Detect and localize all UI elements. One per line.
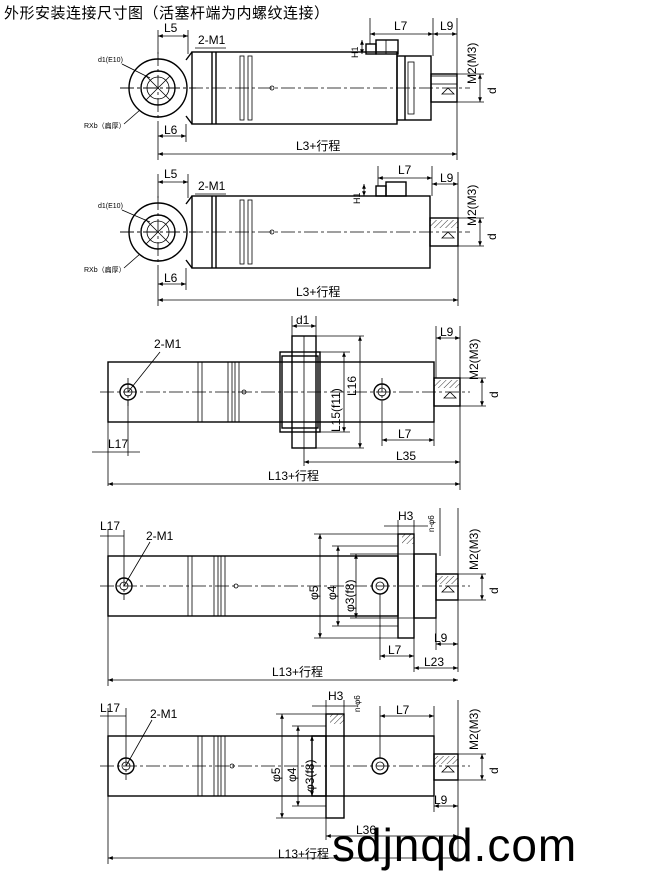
svg-text:L16: L16: [345, 376, 359, 396]
svg-text:M2(M3): M2(M3): [467, 529, 481, 570]
svg-text:φ4: φ4: [285, 767, 299, 782]
view-rear-clevis-2: L5 2-M1 L7 L9 H1 M2(M3) d d1(E10) RXb（扁厚…: [84, 163, 499, 306]
svg-text:L7: L7: [396, 703, 410, 717]
svg-text:L13+行程: L13+行程: [268, 468, 319, 483]
svg-text:d: d: [487, 391, 501, 398]
svg-text:2-M1: 2-M1: [150, 707, 178, 721]
svg-text:H3: H3: [398, 509, 414, 523]
svg-text:L23: L23: [424, 655, 444, 669]
dim-L7: L7: [394, 19, 408, 33]
svg-text:d: d: [485, 233, 499, 240]
dim-d1-E10: d1(E10): [98, 57, 123, 64]
svg-text:L35: L35: [396, 449, 416, 463]
svg-text:L7: L7: [398, 427, 412, 441]
svg-text:L15(f11): L15(f11): [329, 388, 343, 432]
svg-text:L3+行程: L3+行程: [296, 284, 340, 299]
svg-text:L17: L17: [100, 519, 120, 533]
watermark: sdjnqd.com: [332, 819, 578, 871]
svg-text:d: d: [487, 767, 501, 774]
svg-text:φ5: φ5: [307, 585, 321, 600]
svg-text:φ4: φ4: [325, 585, 339, 600]
view-middle-trunnion: d1 2-M1 L9 M2(M3) d L15(f11) L16 L7 L17 …: [92, 313, 501, 490]
dim-H1: H1: [350, 46, 360, 58]
svg-text:M2(M3): M2(M3): [467, 709, 481, 750]
svg-text:L5: L5: [164, 167, 178, 181]
dim-L9: L9: [440, 19, 454, 33]
svg-text:φ5: φ5: [269, 767, 283, 782]
svg-text:L9: L9: [440, 171, 454, 185]
svg-text:L6: L6: [164, 271, 178, 285]
svg-text:L7: L7: [398, 163, 412, 177]
dim-L3-stroke: L3+行程: [296, 138, 340, 153]
svg-text:L17: L17: [108, 437, 128, 451]
svg-text:2-M1: 2-M1: [154, 337, 182, 351]
page-title: 外形安装连接尺寸图（活塞杆端为内螺纹连接）: [4, 4, 330, 22]
view-rear-clevis-1: L5 2-M1 L7 L9 H1 M2(M3) d d1(E10) RXb（扁厚…: [84, 18, 499, 160]
view-front-flange: L17 2-M1 H3 n-φ6 M2(M3) d φ5 φ4 φ3(f8) L…: [100, 508, 501, 686]
svg-text:n-φ6: n-φ6: [427, 515, 436, 532]
svg-text:L36: L36: [356, 823, 376, 837]
svg-text:L7: L7: [388, 643, 402, 657]
svg-text:2-M1: 2-M1: [146, 529, 174, 543]
svg-text:L13+行程: L13+行程: [278, 846, 329, 861]
dim-L5: L5: [164, 21, 178, 35]
svg-text:φ3(f8): φ3(f8): [303, 760, 317, 792]
dim-d: d: [485, 87, 499, 94]
svg-text:L9: L9: [434, 793, 448, 807]
svg-text:d1: d1: [296, 313, 310, 327]
svg-text:L9: L9: [440, 325, 454, 339]
svg-text:H1: H1: [352, 192, 362, 204]
dim-2-M1: 2-M1: [198, 33, 226, 47]
svg-text:d1(E10): d1(E10): [98, 203, 123, 210]
svg-text:d: d: [487, 587, 501, 594]
svg-text:L9: L9: [434, 631, 448, 645]
svg-text:M2(M3): M2(M3): [465, 185, 479, 226]
svg-text:L17: L17: [100, 701, 120, 715]
svg-text:φ3(f8): φ3(f8): [343, 580, 357, 612]
svg-text:H3: H3: [328, 689, 344, 703]
svg-text:L13+行程: L13+行程: [272, 664, 323, 679]
view-middle-flange: L17 2-M1 H3 n-φ6 L7 M2(M3) d φ5 φ4 φ3(f8…: [100, 689, 501, 864]
dim-RXb: RXb（扁厚）: [84, 121, 126, 130]
svg-text:RXb（扁厚）: RXb（扁厚）: [84, 265, 126, 274]
svg-text:2-M1: 2-M1: [198, 179, 226, 193]
dim-M2-M3: M2(M3): [465, 43, 479, 84]
svg-text:n-φ6: n-φ6: [353, 695, 362, 712]
svg-text:M2(M3): M2(M3): [467, 339, 481, 380]
dim-L6: L6: [164, 123, 178, 137]
